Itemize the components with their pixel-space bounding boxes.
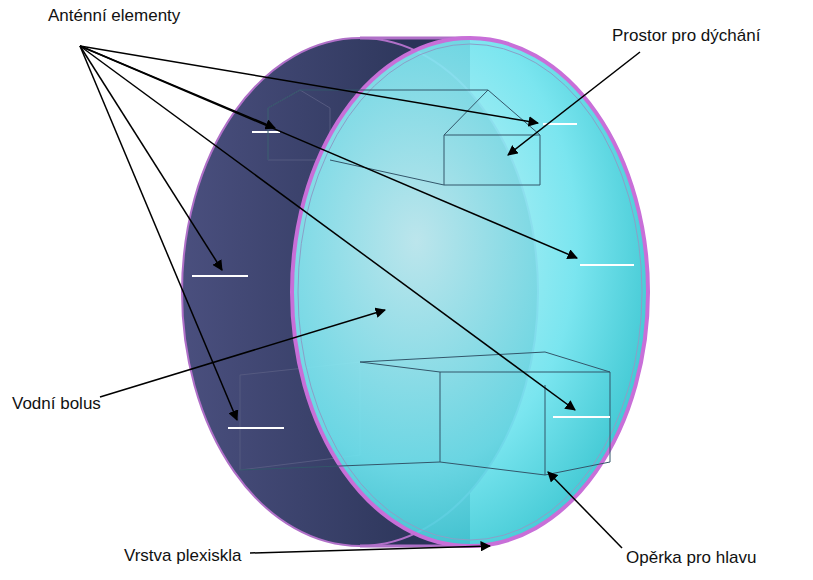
antenna-element bbox=[580, 264, 634, 266]
head-rest bbox=[240, 352, 610, 475]
leader-lines bbox=[80, 46, 640, 553]
front-face bbox=[292, 38, 648, 546]
part-label: Anténní elementy bbox=[48, 6, 180, 26]
antenna-element bbox=[553, 416, 610, 418]
part-label: Vrstva plexiskla bbox=[124, 546, 241, 566]
antenna-element bbox=[252, 131, 280, 133]
part-label: Opěrka pro hlavu bbox=[626, 548, 756, 568]
part-label: Prostor pro dýchání bbox=[612, 26, 760, 46]
antenna-element bbox=[228, 427, 284, 429]
part-label: Vodní bolus bbox=[12, 394, 101, 414]
antenna-element bbox=[192, 275, 248, 277]
breathing-space bbox=[268, 90, 540, 185]
